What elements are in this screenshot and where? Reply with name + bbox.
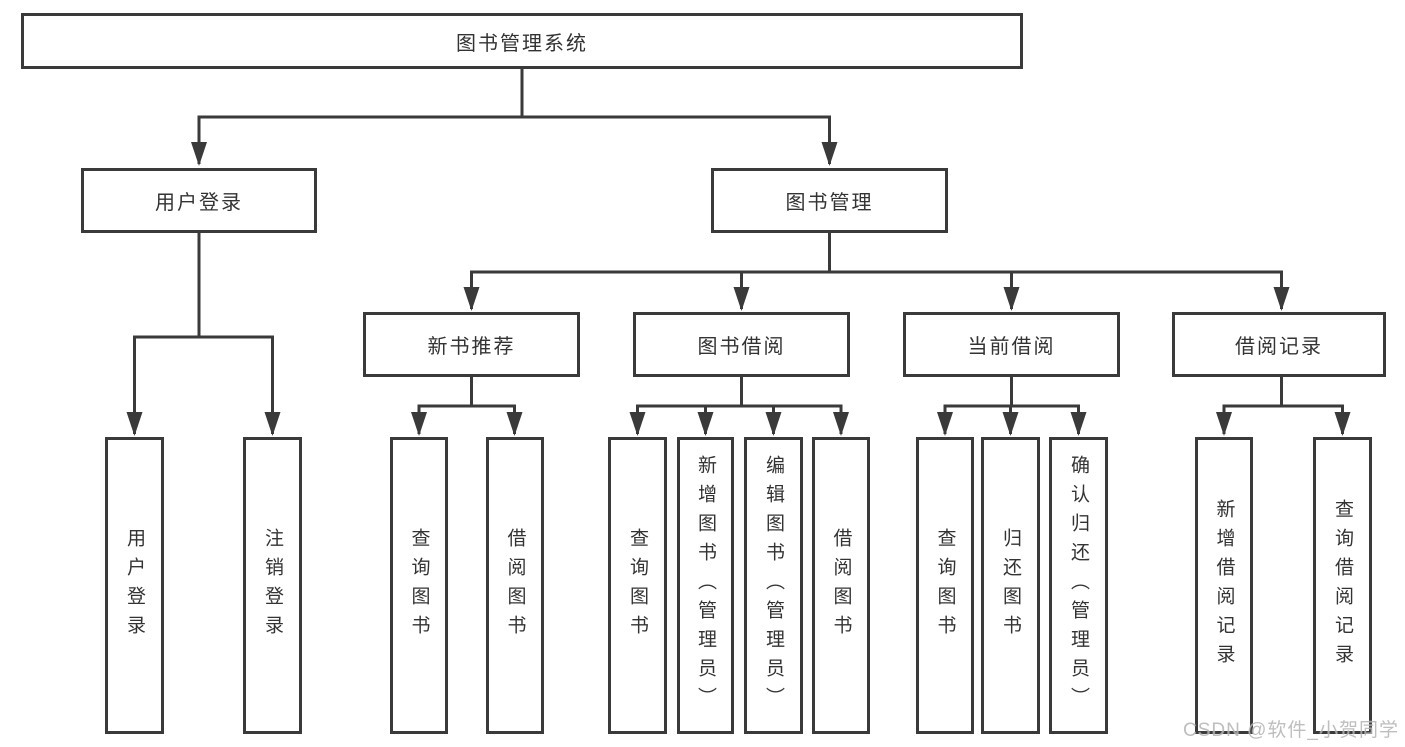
leaf-return-books-label: 归还图书 bbox=[1000, 527, 1021, 644]
node-book-management: 图书管理 bbox=[711, 168, 948, 233]
leaf-query-books-3: 查询图书 bbox=[916, 437, 974, 734]
node-current-borrowing: 当前借阅 bbox=[903, 312, 1120, 377]
node-user-login: 用户登录 bbox=[81, 168, 317, 233]
leaf-confirm-return-admin-label: 确认归还（管理员） bbox=[1068, 455, 1089, 716]
leaf-add-book-admin-label: 新增图书（管理员） bbox=[695, 455, 716, 716]
leaf-query-books-3-label: 查询图书 bbox=[934, 527, 956, 644]
leaf-confirm-return-admin: 确认归还（管理员） bbox=[1049, 437, 1108, 734]
leaf-query-borrow-record: 查询借阅记录 bbox=[1313, 437, 1372, 734]
leaf-edit-book-admin-label: 编辑图书（管理员） bbox=[763, 455, 784, 716]
node-book-borrowing: 图书借阅 bbox=[633, 312, 850, 377]
watermark-text: CSDN @软件_小贺同学 bbox=[1183, 720, 1399, 741]
leaf-logout: 注销登录 bbox=[243, 437, 302, 734]
leaf-query-borrow-record-label: 查询借阅记录 bbox=[1332, 498, 1353, 673]
leaf-borrow-books-2-label: 借阅图书 bbox=[830, 527, 852, 644]
leaf-add-borrow-record: 新增借阅记录 bbox=[1195, 437, 1253, 734]
node-borrowing-records: 借阅记录 bbox=[1172, 312, 1386, 377]
leaf-edit-book-admin: 编辑图书（管理员） bbox=[744, 437, 803, 734]
leaf-user-login-label: 用户登录 bbox=[124, 527, 145, 644]
leaf-borrow-books-1: 借阅图书 bbox=[486, 437, 544, 734]
leaf-query-books-1: 查询图书 bbox=[390, 437, 448, 734]
leaf-borrow-books-1-label: 借阅图书 bbox=[504, 527, 526, 644]
leaf-borrow-books-2: 借阅图书 bbox=[812, 437, 870, 734]
leaf-query-books-2-label: 查询图书 bbox=[627, 527, 648, 644]
leaf-add-borrow-record-label: 新增借阅记录 bbox=[1213, 498, 1235, 673]
leaf-logout-label: 注销登录 bbox=[262, 527, 283, 644]
leaf-query-books-2: 查询图书 bbox=[608, 437, 667, 734]
leaf-add-book-admin: 新增图书（管理员） bbox=[677, 437, 734, 734]
leaf-user-login: 用户登录 bbox=[105, 437, 164, 734]
node-new-book-recommendation: 新书推荐 bbox=[363, 312, 580, 377]
node-library-management-system: 图书管理系统 bbox=[21, 13, 1023, 69]
leaf-query-books-1-label: 查询图书 bbox=[408, 527, 430, 644]
leaf-return-books: 归还图书 bbox=[981, 437, 1040, 734]
